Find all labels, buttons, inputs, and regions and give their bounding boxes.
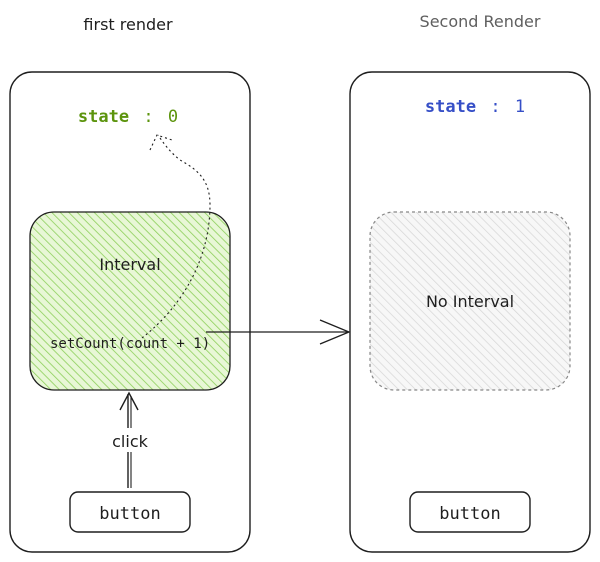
- second-panel-frame: [349, 71, 591, 553]
- interval-hatch: [29, 211, 231, 391]
- second-state-readout: state : 1: [425, 97, 525, 117]
- first-state-label: state: [78, 107, 129, 127]
- second-button-label[interactable]: button: [439, 504, 500, 524]
- second-state-label: state: [425, 97, 476, 117]
- second-button-frame[interactable]: [409, 491, 531, 533]
- click-arrowhead: [119, 391, 139, 411]
- first-panel-frame: [9, 71, 251, 553]
- first-render-title: first render: [83, 15, 173, 34]
- first-button[interactable]: button: [69, 491, 191, 533]
- first-button-frame[interactable]: [69, 491, 191, 533]
- set-count-call: setCount(count + 1): [50, 336, 210, 352]
- render-transition-arrowhead: [319, 319, 351, 345]
- second-state-value: 1: [515, 97, 525, 117]
- state-update-dotted-arrowhead: [149, 134, 173, 151]
- first-state-sep: :: [143, 107, 153, 127]
- click-label-bg: [106, 428, 152, 452]
- click-label: click: [112, 432, 148, 451]
- no-interval-hatch: [369, 211, 571, 391]
- state-update-dotted-curve: [141, 134, 211, 339]
- second-render-title: Second Render: [420, 12, 541, 31]
- no-interval-label: No Interval: [426, 292, 514, 311]
- first-state-value: 0: [168, 107, 178, 127]
- second-state-sep: :: [490, 97, 500, 117]
- first-state-readout: state : 0: [78, 107, 178, 127]
- second-render-panel: state : 1 No Interval button: [349, 71, 591, 553]
- interval-label: Interval: [99, 255, 160, 274]
- second-button[interactable]: button: [409, 491, 531, 533]
- first-render-panel: state : 0 Interval setCount(count + 1) c…: [9, 71, 251, 553]
- first-button-label[interactable]: button: [99, 504, 160, 524]
